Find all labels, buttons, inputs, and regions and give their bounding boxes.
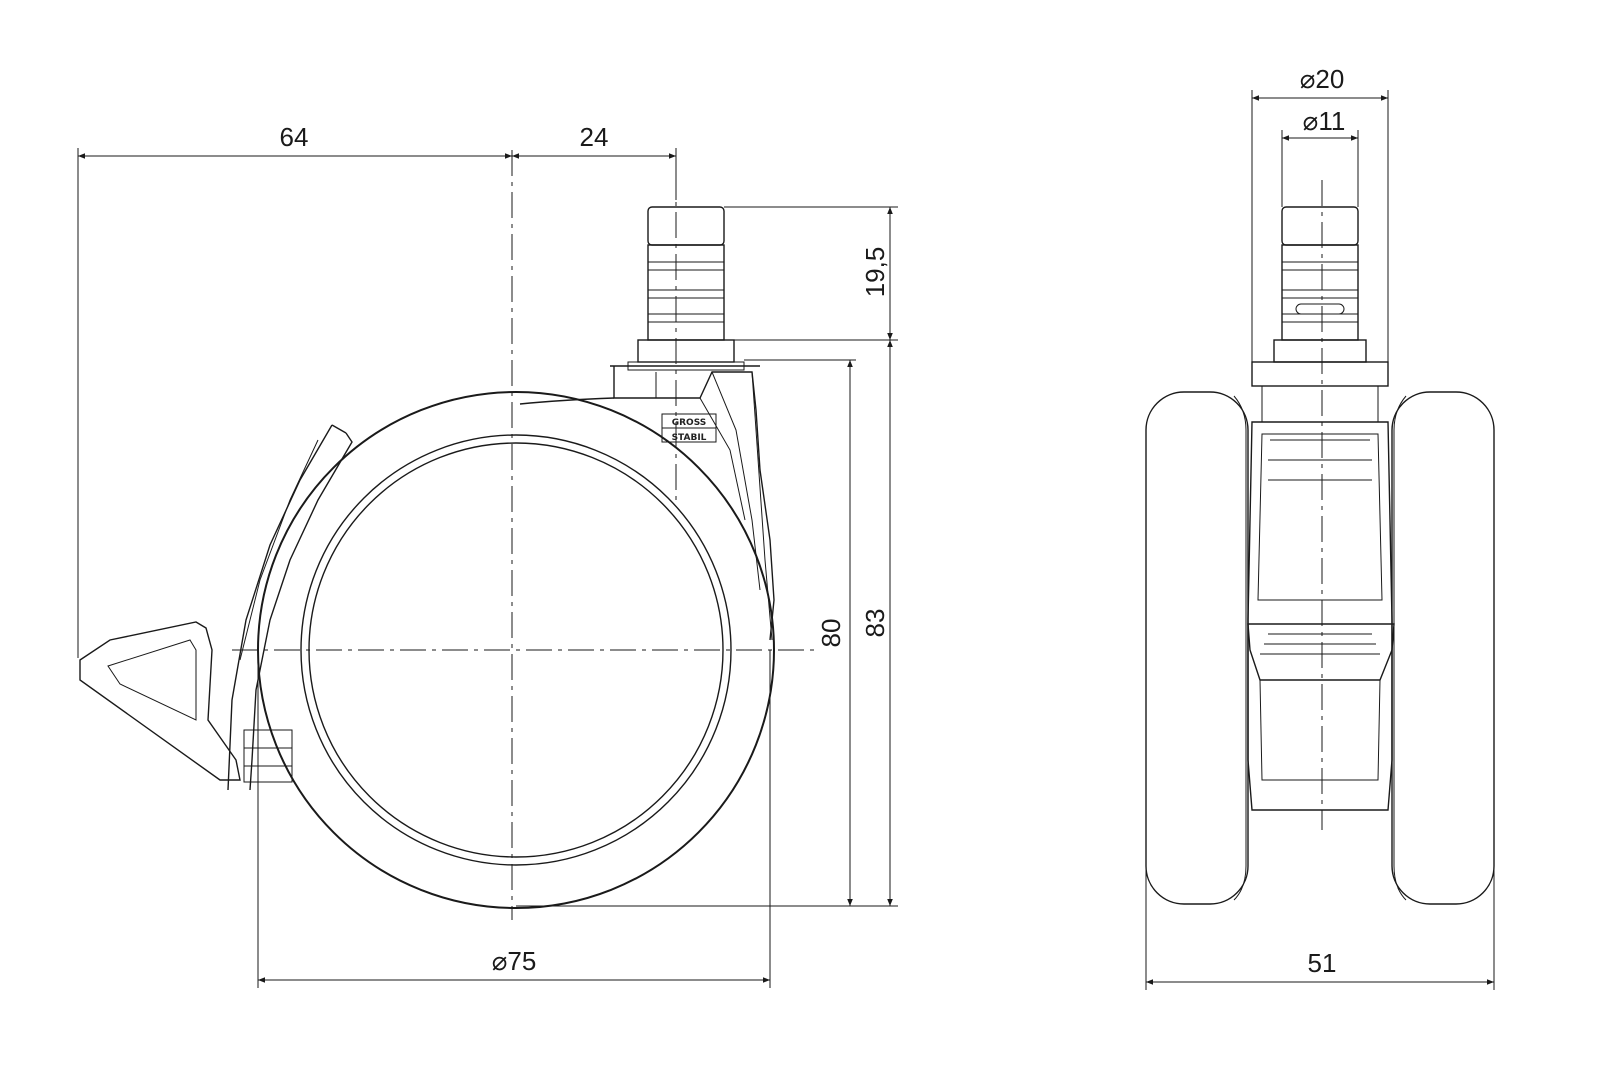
front-housing — [1247, 361, 1395, 811]
front-right-wheel — [1391, 391, 1495, 905]
dimension-80: 80 — [516, 359, 856, 907]
dimension-24: 24 — [512, 122, 677, 200]
dimension-diameter-20: ⌀20 — [1251, 64, 1389, 362]
logo-bottom-text: STABIL — [672, 433, 707, 443]
brake-lever — [79, 424, 353, 791]
manufacturer-logo: GROSS STABIL — [661, 413, 717, 443]
logo-top-text: GROSS — [672, 418, 707, 428]
dimension-83: 83 — [856, 340, 898, 907]
stem-front — [1273, 206, 1367, 363]
front-left-wheel — [1145, 391, 1249, 905]
dim-19-5-label: 19,5 — [860, 247, 890, 298]
dim-11-label: ⌀11 — [1303, 106, 1346, 136]
fork-housing — [519, 365, 775, 641]
dim-64-label: 64 — [280, 122, 309, 152]
front-view: ⌀20 ⌀11 51 — [1145, 64, 1495, 990]
dimension-diameter-11: ⌀11 — [1281, 106, 1359, 207]
dimension-51: 51 — [1145, 760, 1495, 990]
dim-20-label: ⌀20 — [1300, 64, 1345, 94]
dimension-diameter-75: ⌀75 — [257, 650, 771, 988]
dimension-19-5: 19,5 — [724, 206, 898, 341]
side-view: GROSS STABIL — [77, 122, 898, 988]
dim-75-label: ⌀75 — [492, 946, 537, 976]
stem-side — [627, 206, 745, 371]
dim-24-label: 24 — [580, 122, 609, 152]
dim-83-label: 83 — [860, 609, 890, 638]
dimension-64: 64 — [77, 122, 512, 658]
dim-51-label: 51 — [1308, 948, 1337, 978]
dim-80-label: 80 — [816, 619, 846, 648]
